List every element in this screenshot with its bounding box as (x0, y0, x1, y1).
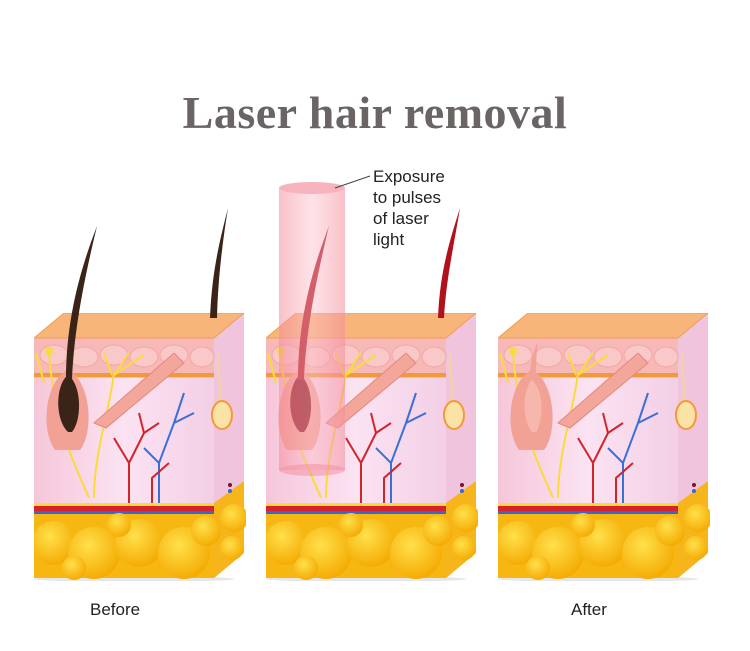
hair-shaft-icon (66, 226, 97, 380)
exposure-line: to pulses (373, 188, 442, 207)
hair-shaft-icon (438, 208, 460, 318)
skin-block-after (496, 313, 712, 582)
callout-line (334, 175, 371, 189)
laser-beam (279, 182, 345, 476)
exposure-line: light (373, 230, 405, 249)
exposure-line: Exposure (373, 167, 445, 186)
after-label: After (571, 600, 607, 619)
skin-block-laser (264, 175, 480, 582)
hair-shaft-icon (210, 208, 228, 318)
skin-block-before (32, 208, 248, 582)
page-title: Laser hair removal (182, 87, 568, 138)
exposure-callout: Exposure to pulses of laser light (373, 166, 445, 250)
before-label: Before (90, 600, 141, 619)
exposure-line: of laser (373, 209, 429, 228)
